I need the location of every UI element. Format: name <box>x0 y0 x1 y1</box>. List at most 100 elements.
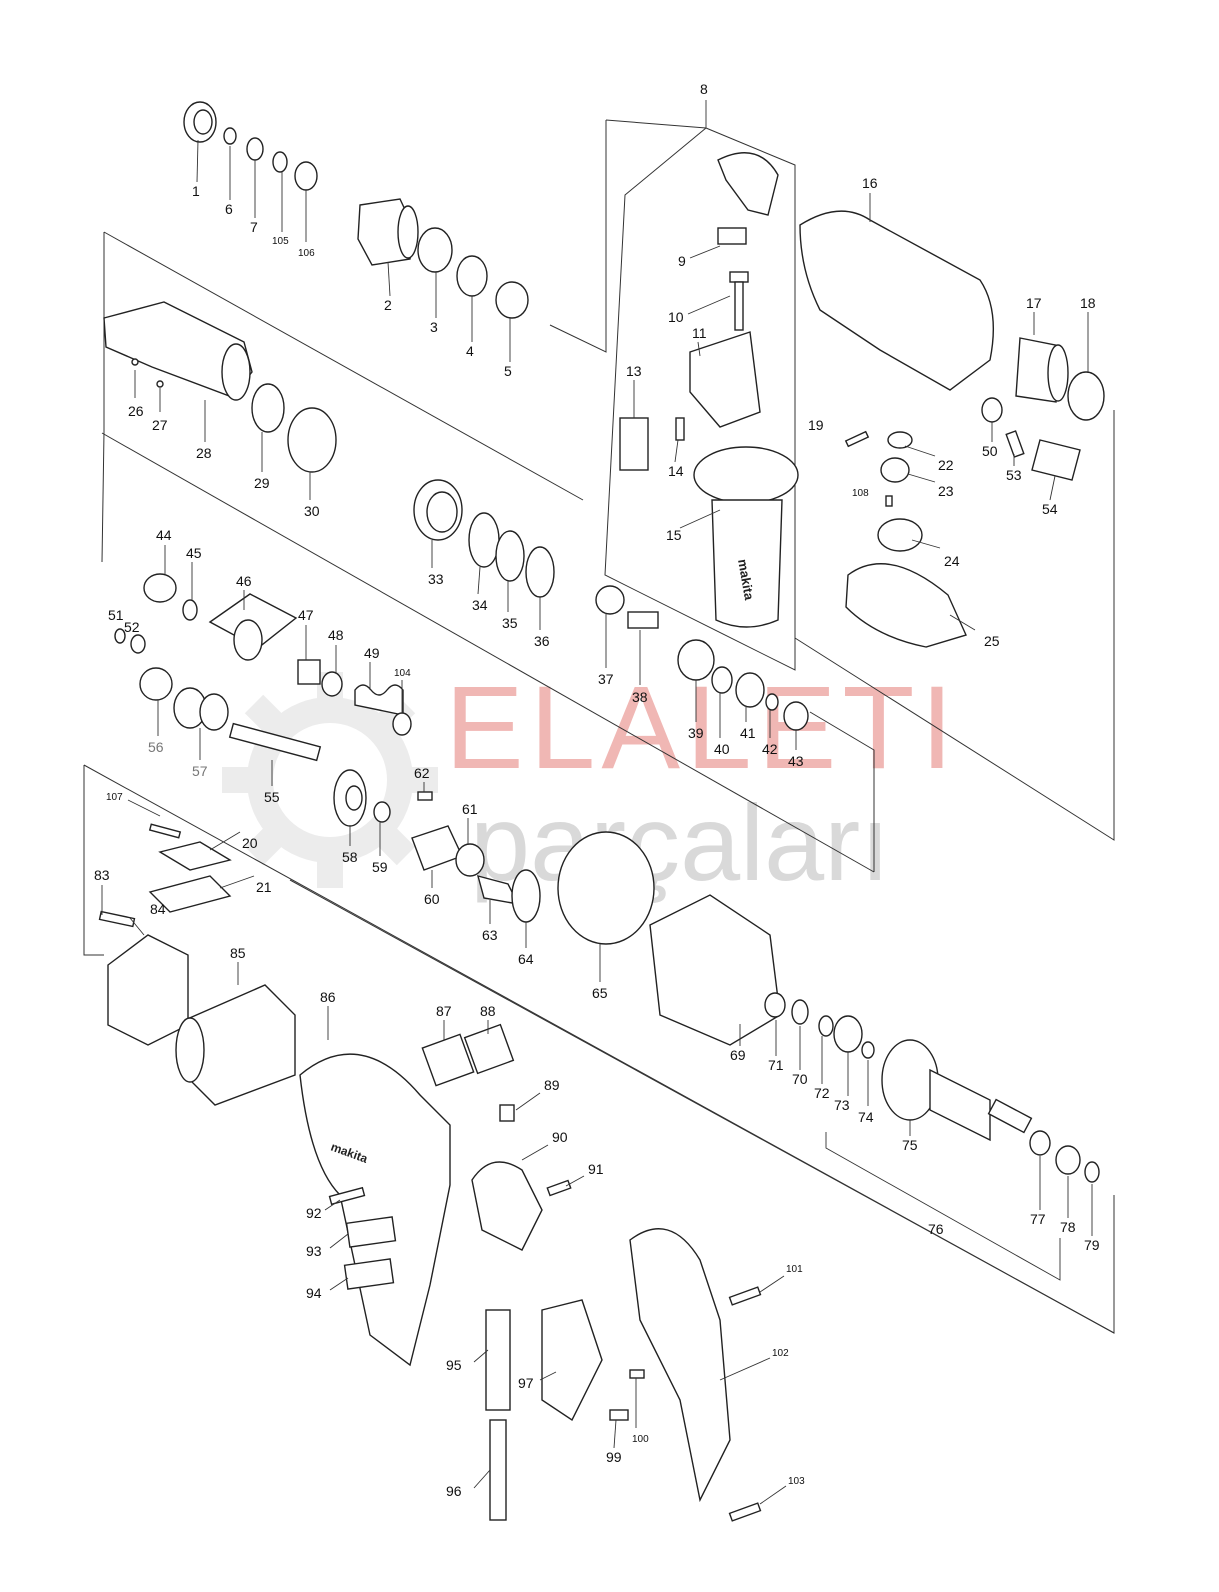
label-part-77: 77 <box>1030 1211 1046 1227</box>
part-57b-gear <box>199 693 229 731</box>
part-21-slide <box>148 875 232 913</box>
part-15-side-grip <box>693 446 799 628</box>
part-11-bracket <box>689 331 761 428</box>
part-48-sleeve <box>321 671 343 697</box>
part-96-cord <box>489 1419 507 1521</box>
part-65-o-ring <box>557 831 655 945</box>
label-part-76: 76 <box>928 1221 944 1237</box>
label-part-21: 21 <box>256 879 272 895</box>
part-59-washer <box>373 801 391 823</box>
label-part-99: 99 <box>606 1449 622 1465</box>
label-part-104: 104 <box>394 668 411 679</box>
part-93-label <box>345 1216 397 1248</box>
label-part-29: 29 <box>254 475 270 491</box>
label-part-20: 20 <box>242 835 258 851</box>
part-52-washer <box>130 634 146 654</box>
label-part-91: 91 <box>588 1161 604 1177</box>
part-107-spring <box>148 823 182 839</box>
barrel-parts <box>103 301 555 598</box>
part-92-screw <box>328 1186 366 1206</box>
label-part-2: 2 <box>384 297 392 313</box>
label-part-105: 105 <box>272 236 289 247</box>
part-4-washer <box>456 255 488 297</box>
part-29-clutch-ring <box>251 383 285 433</box>
label-part-1: 1 <box>192 183 200 199</box>
part-28-barrel <box>103 301 253 401</box>
part-54-plate <box>1031 439 1081 481</box>
part-45-o-ring <box>182 599 198 621</box>
part-100-screw <box>629 1369 645 1379</box>
label-part-53: 53 <box>1006 467 1022 483</box>
label-part-96: 96 <box>446 1483 462 1499</box>
motor-parts <box>98 894 1100 1183</box>
label-part-100: 100 <box>632 1434 649 1445</box>
part-101-screw <box>728 1286 762 1306</box>
part-6-ring <box>223 127 237 145</box>
part-18-ring <box>1067 371 1105 421</box>
part-73-bearing <box>833 1015 863 1053</box>
housing-handle-parts <box>299 1023 762 1522</box>
sub-assembly-frames <box>83 119 1115 1334</box>
label-part-38: 38 <box>632 689 648 705</box>
label-part-41: 41 <box>740 725 756 741</box>
label-part-25: 25 <box>984 633 1000 649</box>
label-part-57: 57 <box>192 763 208 779</box>
part-108-pin <box>885 495 893 507</box>
label-part-95: 95 <box>446 1357 462 1373</box>
part-42-ring <box>765 693 779 711</box>
label-part-26: 26 <box>128 403 144 419</box>
part-22-o-ring <box>887 431 913 449</box>
label-part-88: 88 <box>480 1003 496 1019</box>
part-8-band <box>717 152 779 216</box>
label-part-16: 16 <box>862 175 878 191</box>
label-part-43: 43 <box>788 753 804 769</box>
part-58-bearing <box>333 769 367 827</box>
part-47-plate <box>297 659 321 685</box>
part-56-gear <box>139 667 173 701</box>
label-part-27: 27 <box>152 417 168 433</box>
label-part-93: 93 <box>306 1243 322 1259</box>
part-3-ring <box>417 227 453 273</box>
part-24-change-lever-ring <box>877 518 923 552</box>
part-49-spring <box>354 684 404 716</box>
part-83-screw <box>98 910 136 928</box>
label-part-23: 23 <box>938 483 954 499</box>
part-2-sleeve <box>357 198 419 266</box>
part-37-bushing <box>595 585 625 615</box>
part-102-handle-cover <box>629 1228 731 1503</box>
label-part-72: 72 <box>814 1085 830 1101</box>
part-99-clamp <box>609 1409 629 1421</box>
label-part-69: 69 <box>730 1047 746 1063</box>
label-part-34: 34 <box>472 597 488 613</box>
label-part-22: 22 <box>938 457 954 473</box>
part-16-gear-housing <box>799 210 994 391</box>
label-part-90: 90 <box>552 1129 568 1145</box>
part-13-lock <box>619 417 649 471</box>
part-95-tube <box>485 1309 511 1411</box>
label-part-102: 102 <box>772 1348 789 1359</box>
label-part-63: 63 <box>482 927 498 943</box>
watermark-subtitle: parçaları <box>470 782 890 903</box>
part-69-middle-housing <box>649 894 781 1046</box>
label-part-49: 49 <box>364 645 380 661</box>
label-part-14: 14 <box>668 463 684 479</box>
part-72-ring <box>818 1015 834 1037</box>
label-part-107: 107 <box>106 792 123 803</box>
label-part-5: 5 <box>504 363 512 379</box>
label-part-19: 19 <box>808 417 824 433</box>
label-part-17: 17 <box>1026 295 1042 311</box>
label-part-37: 37 <box>598 671 614 687</box>
label-part-24: 24 <box>944 553 960 569</box>
label-part-74: 74 <box>858 1109 874 1125</box>
part-25-cover <box>845 563 967 648</box>
label-part-106: 106 <box>298 248 315 259</box>
label-part-44: 44 <box>156 527 172 543</box>
label-part-7: 7 <box>250 219 258 235</box>
side-handle-parts <box>595 152 809 731</box>
label-part-103: 103 <box>788 1476 805 1487</box>
label-part-40: 40 <box>714 741 730 757</box>
label-part-71: 71 <box>768 1057 784 1073</box>
label-part-85: 85 <box>230 945 246 961</box>
part-number-labels: 1 6 7 105 106 2 3 4 5 8 9 10 11 13 14 15… <box>94 81 1100 1499</box>
